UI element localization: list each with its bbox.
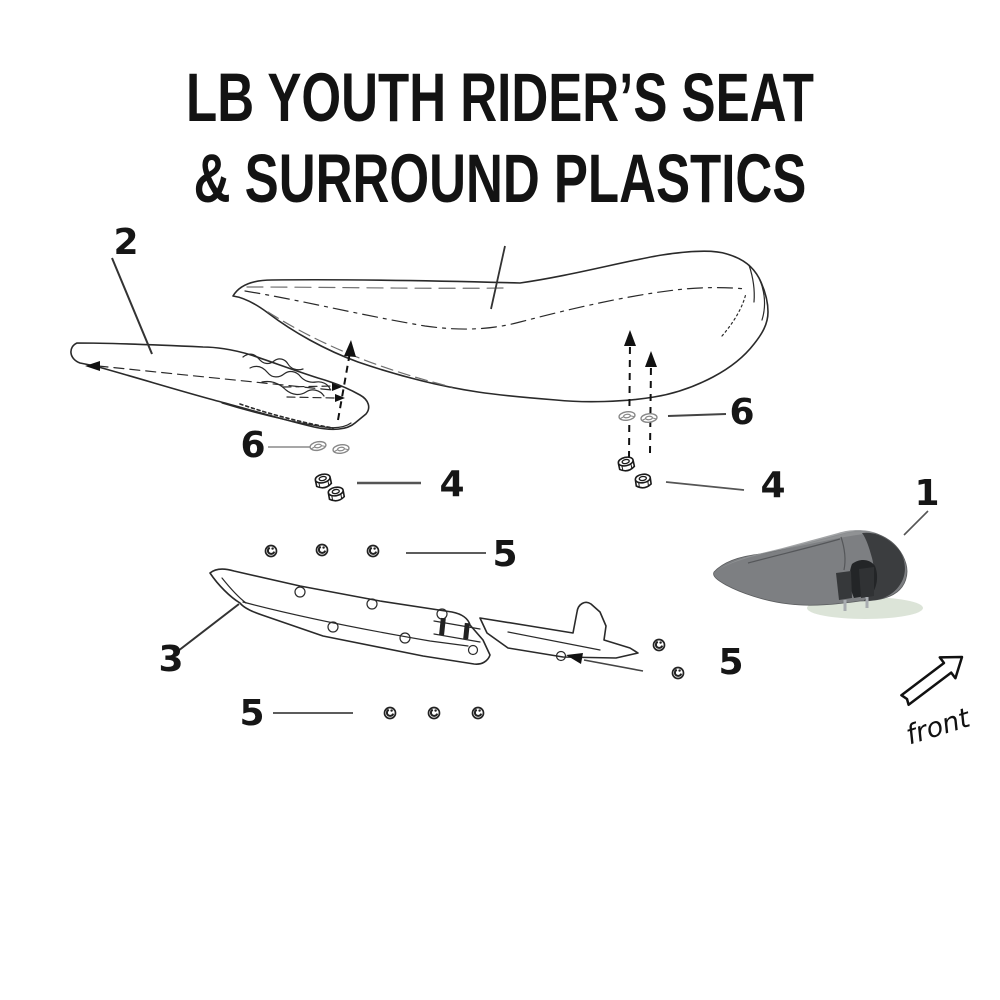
flange-nut-icon xyxy=(633,472,653,490)
callout-part-3: 3 xyxy=(158,639,184,680)
part-2-under-tray-drawing xyxy=(70,257,370,431)
screw-row-top xyxy=(264,543,486,558)
assembly-arrow-left xyxy=(337,340,356,421)
screw-icon xyxy=(315,543,329,557)
screw-icon xyxy=(671,666,685,680)
nut-icon-left-group xyxy=(313,472,421,503)
speed-clip-icon xyxy=(331,443,351,455)
hinge-pin-icon xyxy=(439,617,446,636)
callout-part-5-bottom: 5 xyxy=(239,693,265,734)
hinge-pin-icon xyxy=(463,622,470,640)
assembly-arrows-right xyxy=(624,330,657,459)
seat-leader-line xyxy=(490,245,506,310)
screw-position-arrowhead xyxy=(566,653,583,664)
screw-pair-right xyxy=(652,638,685,680)
screw-row-bottom xyxy=(273,706,485,720)
part-3-side-panel-drawing xyxy=(177,568,644,672)
callout-part-5-right: 5 xyxy=(718,642,744,683)
flange-nut-icon xyxy=(326,485,346,503)
small-left-arrowhead xyxy=(85,361,100,371)
speed-clip-icon xyxy=(308,439,328,453)
nut-icon-right-group xyxy=(616,455,745,491)
part3-leader-line xyxy=(177,603,240,652)
callout-part-4-left: 4 xyxy=(439,464,465,505)
part4-right-leader-line xyxy=(665,481,745,491)
flange-nut-icon xyxy=(313,472,333,490)
part6-right-leader-line xyxy=(667,413,727,417)
screw-icon xyxy=(264,544,278,558)
screw-icon xyxy=(652,638,666,652)
part5-right-leader-line xyxy=(583,659,644,672)
callout-part-6-left: 6 xyxy=(240,425,266,466)
diagram-title: LB YOUTH RIDER’S SEAT & SURROUND PLASTIC… xyxy=(0,58,1000,219)
screw-icon xyxy=(427,706,441,720)
seat-mount-post xyxy=(836,571,852,600)
front-arrow-icon xyxy=(900,655,964,707)
speed-clip-icon xyxy=(617,410,637,422)
screw-icon xyxy=(471,706,485,720)
screw-icon xyxy=(383,706,397,720)
front-direction-arrow xyxy=(900,655,964,707)
screw-icon xyxy=(366,544,380,558)
clip-position-arrow-b xyxy=(335,394,345,402)
callout-part-4-right: 4 xyxy=(760,465,786,506)
seat-mount-post xyxy=(859,567,874,598)
clip-icon-left-group xyxy=(268,439,351,455)
callout-part-6-right: 6 xyxy=(729,392,755,433)
flange-nut-icon xyxy=(616,455,636,473)
callout-part-5-top: 5 xyxy=(492,534,518,575)
seat-photo xyxy=(713,510,929,619)
part2-leader-line xyxy=(111,257,153,355)
speed-clip-icon xyxy=(639,412,659,424)
diagram-title-line-1: LB YOUTH RIDER’S SEAT xyxy=(186,59,814,136)
part1-leader-line xyxy=(903,510,929,536)
callout-part-2: 2 xyxy=(113,222,139,263)
clip-icon-right-group xyxy=(617,410,727,424)
clip-position-arrow-a xyxy=(332,383,342,391)
diagram-title-line-2: & SURROUND PLASTICS xyxy=(193,139,807,217)
seat-cover-outline-drawing xyxy=(232,245,769,403)
callout-part-1: 1 xyxy=(914,473,940,514)
